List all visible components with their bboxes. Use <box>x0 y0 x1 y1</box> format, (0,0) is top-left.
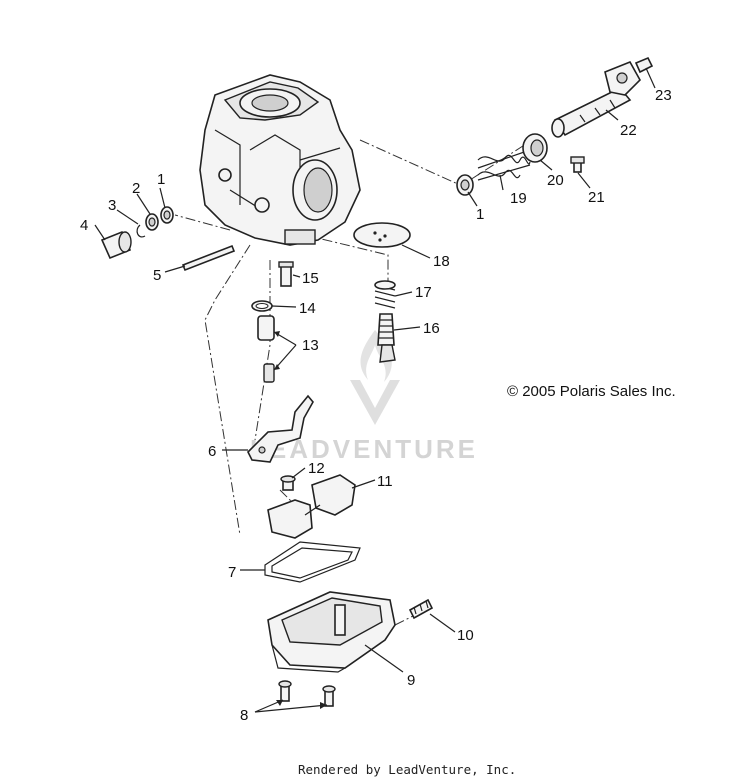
callout-6: 6 <box>208 443 216 460</box>
callout-5: 5 <box>153 267 161 284</box>
callout-12: 12 <box>308 460 325 477</box>
callout-23: 23 <box>655 87 672 104</box>
part-2-washer <box>145 213 159 231</box>
part-12-screw <box>280 475 296 491</box>
part-9-float-bowl <box>267 591 396 673</box>
callout-19: 19 <box>510 190 527 207</box>
part-3-clip <box>136 224 146 238</box>
callout-1-right: 1 <box>476 206 484 223</box>
callout-17: 17 <box>415 284 432 301</box>
callout-8: 8 <box>240 707 248 724</box>
part-23-screw <box>634 56 654 74</box>
callout-18: 18 <box>433 253 450 270</box>
callout-9: 9 <box>407 672 415 689</box>
callout-10: 10 <box>457 627 474 644</box>
callout-15: 15 <box>302 270 319 287</box>
carburetor-body <box>199 74 361 246</box>
copyright-notice: © 2005 Polaris Sales Inc. <box>507 383 676 400</box>
callout-21: 21 <box>588 189 605 206</box>
callout-13: 13 <box>302 337 319 354</box>
part-4-cap <box>100 230 132 260</box>
part-1-clip-right <box>456 174 474 196</box>
part-7-gasket <box>264 541 361 583</box>
part-16-needle <box>377 313 396 363</box>
callout-22: 22 <box>620 122 637 139</box>
leader-lines <box>94 67 656 713</box>
callout-20: 20 <box>547 172 564 189</box>
part-11-float <box>267 474 356 539</box>
callout-2: 2 <box>132 180 140 197</box>
footer-rendered-by: Rendered by LeadVenture, Inc. <box>298 762 516 777</box>
part-14-o-ring <box>251 300 273 312</box>
part-1-clip-left <box>160 206 174 224</box>
callout-11: 11 <box>377 473 393 490</box>
part-19-spring <box>477 149 531 181</box>
watermark: LEADVENTURE <box>250 330 475 464</box>
part-17-spring <box>374 280 396 309</box>
callout-3: 3 <box>108 197 116 214</box>
part-6-bracket <box>247 394 314 463</box>
callout-4: 4 <box>80 217 88 234</box>
callout-7: 7 <box>228 564 236 581</box>
part-13-jets <box>257 315 275 383</box>
part-18-diaphragm <box>353 222 411 248</box>
callout-16: 16 <box>423 320 440 337</box>
callout-numbers: 1 19 20 21 22 23 1 2 3 4 5 18 15 14 13 1… <box>80 87 672 724</box>
part-15-jet <box>278 261 294 287</box>
part-21-screw <box>570 156 585 173</box>
part-10-drain-screw <box>408 598 434 620</box>
watermark-chevron-icon <box>350 380 400 425</box>
part-20-collar <box>522 133 548 163</box>
callout-14: 14 <box>299 300 316 317</box>
part-5-pin <box>181 244 236 272</box>
part-8-screws <box>278 680 336 707</box>
callout-1-left: 1 <box>157 171 165 188</box>
part-22-throttle-shaft <box>551 60 641 138</box>
